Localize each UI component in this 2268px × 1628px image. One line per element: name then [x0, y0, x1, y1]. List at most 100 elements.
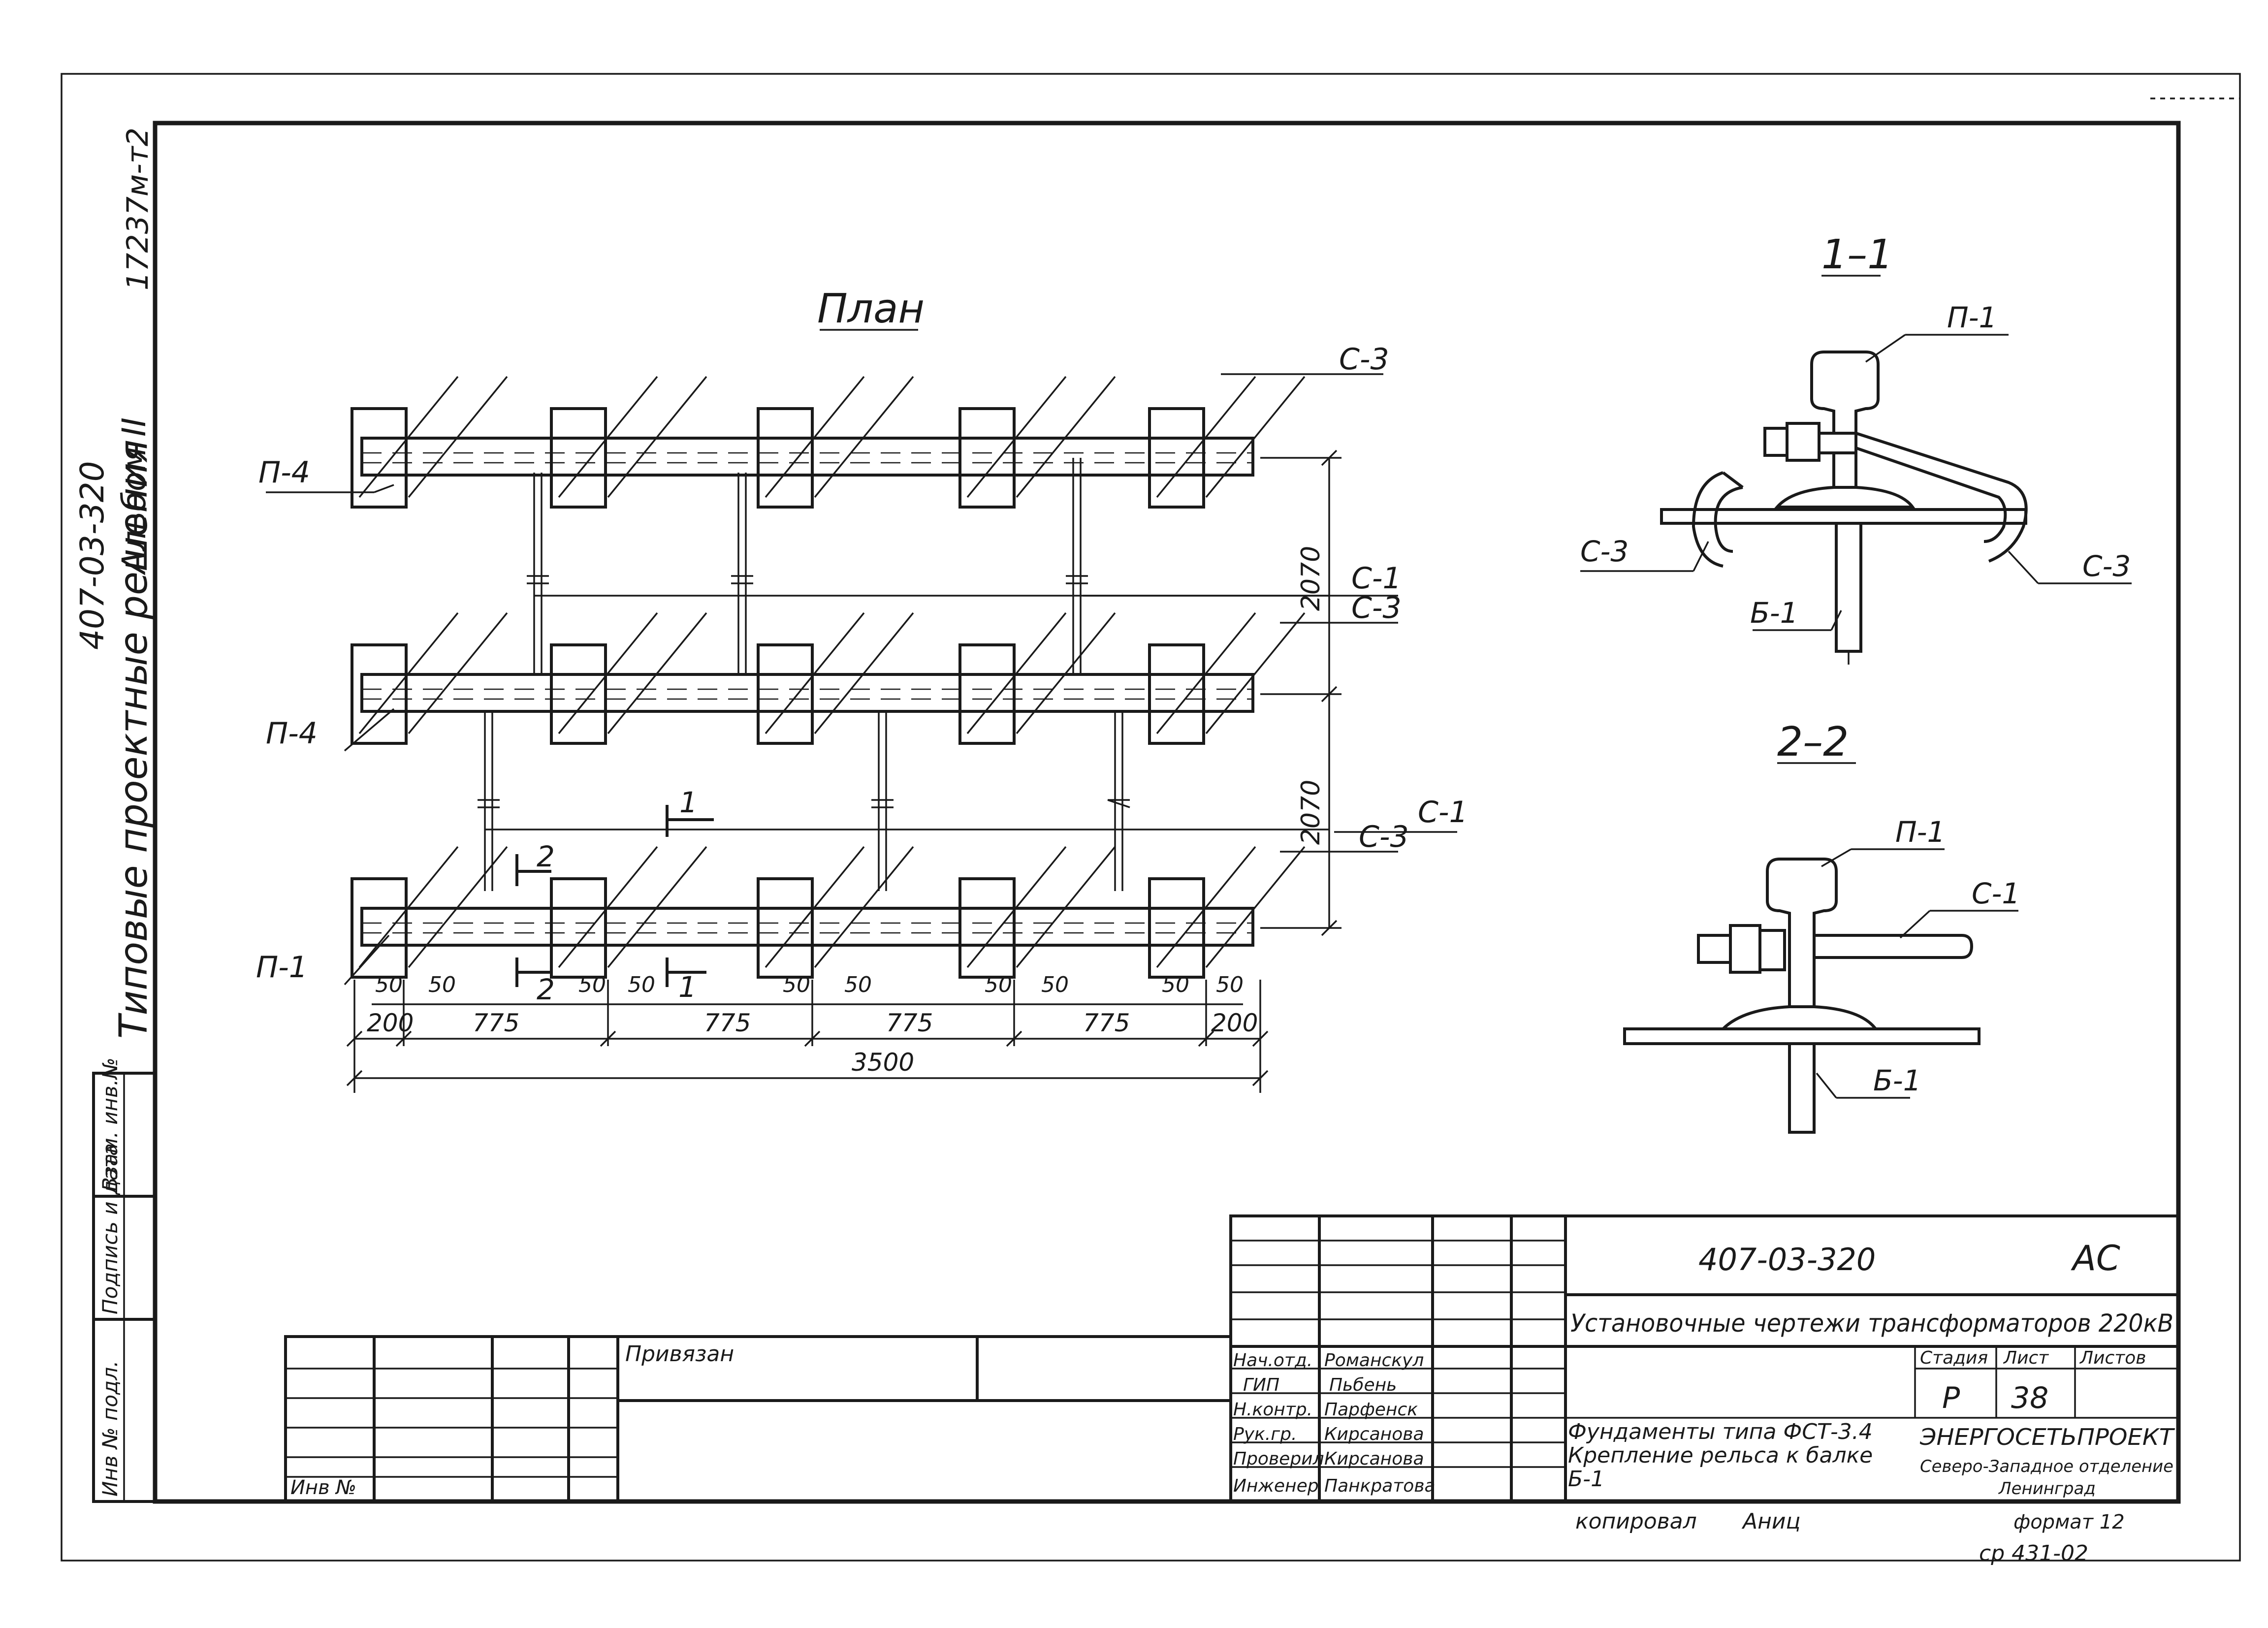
format-label: формат 12 [2013, 1511, 2125, 1533]
dim-50-2: 50 [428, 972, 456, 997]
dim-775-3: 775 [886, 1009, 933, 1037]
mark-1-bottom: 1 [678, 970, 697, 1004]
plan-leaders: С-3 П-4 С-1 С-3 П-4 С-1 С-3 П-1 [256, 342, 1468, 986]
ref-label: ср 431-02 [1979, 1541, 2088, 1566]
beam-row-middle-plate-3 [757, 643, 814, 745]
dim-200-left: 200 [367, 1009, 414, 1037]
privyazan-label: Привязан [625, 1341, 734, 1367]
stamp-inv-podl: Инв № подл. [98, 1361, 122, 1497]
drawing-id: 17237м-т2 [121, 128, 155, 290]
dim-50-3: 50 [578, 972, 606, 997]
s2-label-p1: П-1 [1895, 815, 1945, 849]
beam-row-top-plate-5 [1148, 407, 1205, 509]
beam-row-middle-plate-4 [958, 643, 1016, 745]
dim-50-6: 50 [844, 972, 872, 997]
tb-sheet-label: Лист [2003, 1348, 2049, 1368]
title-block: Привязан Инв № Нач.отд. ГИП Н.контр. Рук… [284, 1214, 2180, 1503]
label-c3-mid: С-3 [1351, 591, 1402, 625]
tb-project: Установочные чертежи трансформаторов 220… [1570, 1309, 2173, 1338]
copier-name: Аниц [1741, 1509, 1800, 1534]
section-2-2: 2–2 П-1 С-1 Б-1 [1623, 719, 2020, 1134]
section-1-1: 1–1 П-1 С-3 С-3 Б-1 [1580, 231, 2132, 665]
mark-2-top: 2 [537, 840, 555, 873]
label-p4-top: П-4 [258, 455, 310, 490]
s1-label-b1: Б-1 [1750, 596, 1798, 630]
beam-row-middle-hatch-b-5 [1205, 612, 1306, 734]
stamp-signature-date: Подпись и дата [98, 1143, 122, 1314]
series-code: 407-03-320 [73, 461, 111, 650]
beam-row-top-hatch-b-5 [1205, 376, 1306, 498]
mark-2-bottom: 2 [537, 973, 555, 1006]
dim-2070-lower: 2070 [1296, 780, 1326, 845]
dim-775-1: 775 [473, 1009, 519, 1037]
series-title: Типовые проектные решения [112, 440, 156, 1039]
beam-row-bottom-plate-5 [1148, 877, 1205, 979]
beam-row-bottom-plate-4 [958, 877, 1016, 979]
beam-row-bottom-plate-1 [351, 877, 408, 979]
beam-row-bottom-hatch-b-5 [1205, 846, 1306, 968]
dim-50-9: 50 [1162, 972, 1189, 997]
beam-row-middle-plate-5 [1148, 643, 1205, 745]
dim-50-4: 50 [628, 972, 655, 997]
s1-label-p1: П-1 [1947, 301, 1997, 334]
plan-view: План [256, 286, 1468, 1093]
dim-50-5: 50 [783, 972, 810, 997]
role-5: Проверил [1233, 1449, 1324, 1469]
sheet-footer: копировал Аниц формат 12 ср 431-02 [1575, 1509, 2125, 1566]
s2-label-c1: С-1 [1972, 877, 2020, 910]
role-2: ГИП [1243, 1375, 1279, 1395]
plan-section-marks: 1 1 2 2 [515, 786, 714, 1006]
plan-title: План [817, 286, 925, 332]
beam-row-top-plate-4 [958, 407, 1016, 509]
beam-row-top-plate-3 [757, 407, 814, 509]
label-c3-low: С-3 [1359, 820, 1409, 854]
label-c1-mid: С-1 [1351, 561, 1402, 596]
plan-horizontal-dims: 50 50 50 50 50 50 50 50 50 50 200 775 77… [346, 972, 1269, 1093]
section-1-title: 1–1 [1821, 231, 1893, 278]
plan-vertical-dims: 2070 2070 [1260, 449, 1342, 936]
plan-beams [351, 376, 1306, 979]
name-6: Панкратова [1324, 1476, 1436, 1496]
label-c3-top: С-3 [1339, 342, 1389, 377]
left-margin: Типовые проектные решения 407-03-320 Аль… [73, 128, 157, 1503]
beam-row-bottom-plate-2 [550, 877, 607, 979]
dim-50-1: 50 [375, 972, 403, 997]
tb-mark: АС [2071, 1238, 2120, 1278]
label-p1-low: П-1 [256, 950, 308, 985]
s1-label-c3-left: С-3 [1580, 535, 1629, 568]
dim-50-10: 50 [1216, 972, 1244, 997]
tb-org: ЭНЕРГОСЕТЬПРОЕКТ [1919, 1424, 2175, 1450]
dim-775-4: 775 [1083, 1009, 1130, 1037]
label-p4-mid: П-4 [266, 716, 318, 751]
dim-3500-total: 3500 [852, 1048, 914, 1077]
tb-code: 407-03-320 [1698, 1242, 1876, 1277]
dim-2070-upper: 2070 [1296, 546, 1326, 611]
name-5: Кирсанова [1324, 1449, 1424, 1469]
tb-sheet-no: 38 [2011, 1381, 2048, 1415]
tb-sheets-label: Листов [2079, 1348, 2146, 1368]
s1-label-c3-right: С-3 [2082, 549, 2131, 583]
beam-row-middle-plate-1 [351, 643, 408, 745]
dim-200-right: 200 [1211, 1009, 1258, 1037]
name-1: Романскул [1324, 1350, 1424, 1371]
beam-row-top-plate-2 [550, 407, 607, 509]
beam-row-bottom-beam [360, 907, 1254, 947]
tb-sheet-title: Фундаменты типа ФСТ-3.4 Крепление рельса… [1568, 1420, 1873, 1492]
name-4: Кирсанова [1324, 1424, 1424, 1444]
name-3: Парфенск [1324, 1400, 1418, 1420]
beam-row-middle-beam [360, 673, 1254, 713]
name-2: Пьбень [1329, 1375, 1397, 1395]
dim-775-2: 775 [704, 1009, 751, 1037]
mark-1-top: 1 [679, 786, 698, 819]
beam-row-top-beam [360, 437, 1254, 477]
album-number: Альбом II [115, 417, 153, 575]
tb-city: Ленинград [1998, 1479, 2096, 1499]
role-1: Нач.отд. [1233, 1350, 1312, 1371]
copied-label: копировал [1575, 1509, 1697, 1534]
dim-50-7: 50 [985, 972, 1012, 997]
stamp-vzam-inv: Взам. инв.№ [98, 1057, 122, 1191]
beam-row-bottom-plate-3 [757, 877, 814, 979]
role-4: Рук.гр. [1233, 1424, 1297, 1444]
beam-row-middle-plate-2 [550, 643, 607, 745]
